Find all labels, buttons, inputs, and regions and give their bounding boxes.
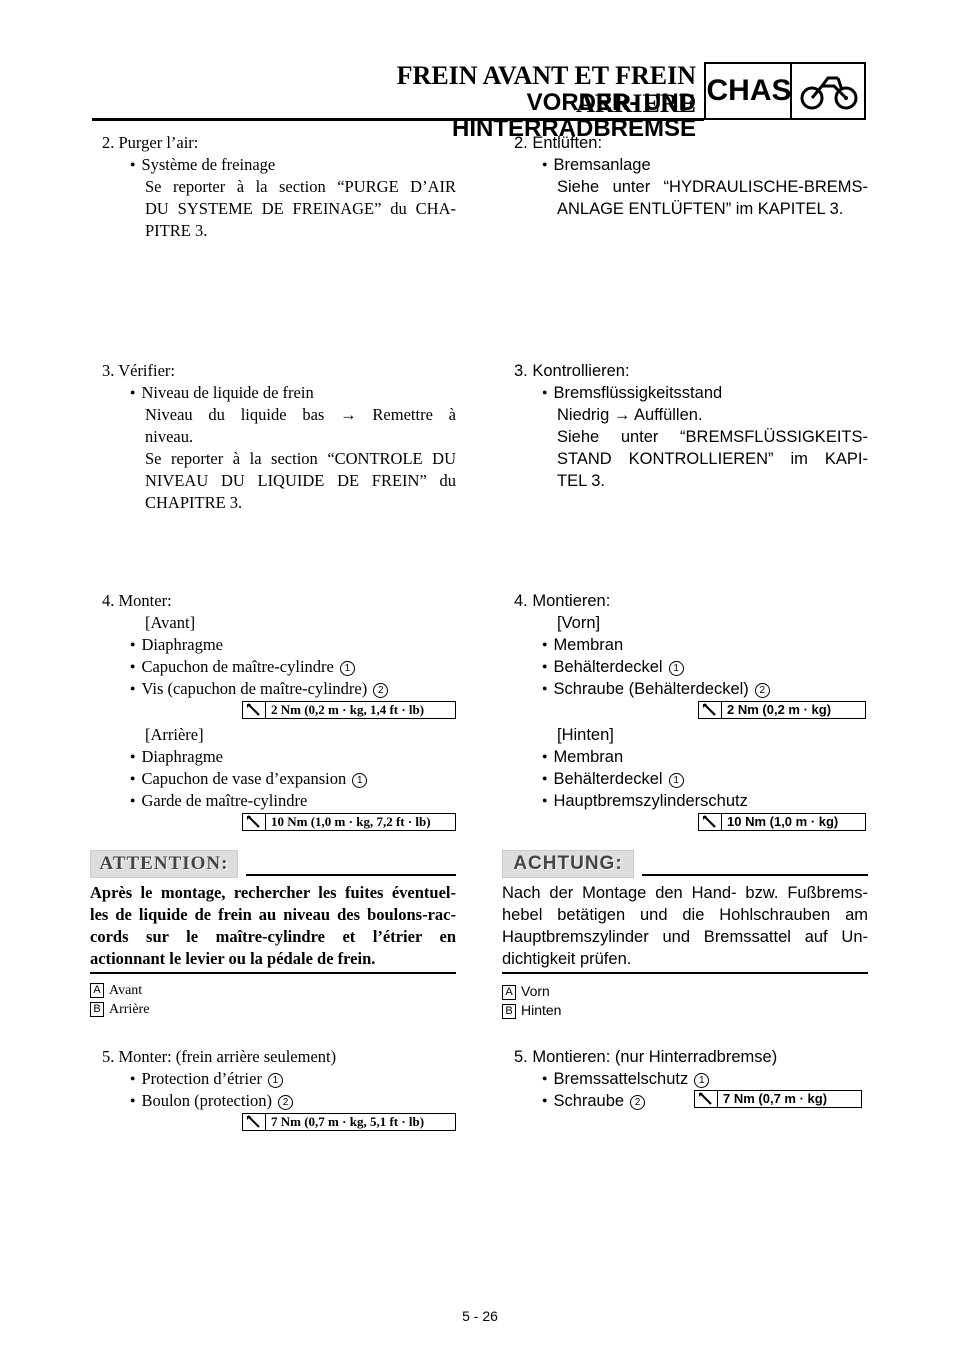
callout-2: 2: [278, 1095, 294, 1110]
fr-torque-spec-3: 7 Nm (0,7 m · kg, 5,1 ft · lb): [242, 1113, 456, 1131]
fr-attention-rule: [246, 874, 456, 876]
wrench-icon: [699, 814, 722, 830]
de-step5-title: 5. Montieren: (nur Hinterradbremse): [514, 1048, 778, 1066]
callout-1: 1: [694, 1073, 710, 1088]
fr-step3-line5: CHAPITRE 3.: [145, 493, 243, 512]
de-step3-line1: Niedrig → Auffüllen.: [557, 406, 703, 424]
de-torque-spec-2: 10 Nm (1,0 m · kg): [698, 813, 866, 831]
fr-step2-item: Système de freinage: [130, 154, 275, 178]
fr-attention-line2: les de liquide de frein au niveau des bo…: [90, 905, 456, 924]
badge-divider: [790, 62, 792, 120]
callout-2: 2: [630, 1095, 646, 1110]
de-step3-line4: TEL 3.: [557, 472, 605, 490]
de-step2-item: Bremsanlage: [542, 154, 650, 178]
callout-1: 1: [668, 661, 684, 676]
fr-attention-line1: Après le montage, rechercher les fuites …: [90, 883, 456, 902]
fr-step3-line3: Se reporter à la section “CONTROLE DU: [145, 449, 456, 468]
fr-step3-line4: NIVEAU DU LIQUIDE DE FREIN” du: [145, 471, 456, 490]
fr-step3-line2: niveau.: [145, 427, 194, 446]
callout-1: 1: [339, 661, 355, 676]
de-step2-title: 2. Entlüften:: [514, 134, 603, 152]
de-step2-line2: ANLAGE ENTLÜFTEN” im KAPITEL 3.: [557, 200, 844, 218]
de-attention-line4: dichtigkeit prüfen.: [502, 950, 632, 968]
wrench-icon: [243, 814, 266, 830]
fr-step5-item2: Boulon (protection)2: [130, 1090, 294, 1114]
fr-step3-title: 3. Vérifier:: [102, 361, 176, 380]
fr-torque-spec-1: 2 Nm (0,2 m · kg, 1,4 ft · lb): [242, 701, 456, 719]
fr-step4-rear: [Arrière]: [145, 725, 204, 744]
wrench-icon: [695, 1091, 718, 1107]
fr-step2-line2: DU SYSTEME DE FREINAGE” du CHA-: [145, 199, 456, 218]
de-attention-line3: Hauptbremszylinder und Bremssattel auf U…: [502, 928, 868, 946]
callout-1: 1: [267, 1073, 283, 1088]
de-step4-rear-item1: Membran: [542, 746, 623, 770]
de-attention-line2: hebel betätigen und die Hohlschrauben am: [502, 906, 868, 924]
de-torque-spec-3: 7 Nm (0,7 m · kg): [694, 1090, 862, 1108]
title-french: FREIN AVANT ET FREIN ARRIERE: [396, 61, 696, 118]
callout-2: 2: [373, 683, 389, 698]
wrench-icon: [699, 702, 722, 718]
de-attention-rule: [642, 874, 868, 876]
fr-attention-line3: cords sur le maître-cylindre et l’étrier…: [90, 927, 456, 946]
de-step2-line1: Siehe unter “HYDRAULISCHE-BREMS-: [557, 178, 868, 196]
de-step4-rear-item3: Hauptbremszylinderschutz: [542, 790, 747, 814]
motorcycle-icon: [798, 68, 860, 119]
fr-step2-line3: PITRE 3.: [145, 221, 208, 240]
fr-step4-front-item3: Vis (capuchon de maître-cylindre)2: [130, 678, 389, 702]
title-german: VORDER- UND HINTERRADBREMSE: [451, 89, 696, 142]
fr-step4-title: 4. Monter:: [102, 591, 172, 610]
fr-attention-bottom-rule: [90, 972, 456, 974]
header-rule: [92, 118, 704, 121]
fr-step2-title: 2. Purger l’air:: [102, 133, 199, 152]
fr-step4-front-item1: Diaphragme: [130, 634, 223, 658]
callout-1: 1: [668, 773, 684, 788]
de-step3-item: Bremsflüssigkeitsstand: [542, 382, 722, 406]
fr-step4-rear-item1: Diaphragme: [130, 746, 223, 770]
fr-step2-line1: Se reporter à la section “PURGE D’AIR: [145, 177, 456, 196]
fr-step5-title: 5. Monter: (frein arrière seulement): [102, 1047, 337, 1066]
fr-step3-line1: Niveau du liquide bas → Remettre à: [145, 405, 456, 424]
fr-step4-front: [Avant]: [145, 613, 196, 632]
de-step4-title: 4. Montieren:: [514, 592, 611, 610]
de-torque-spec-1: 2 Nm (0,2 m · kg): [698, 701, 866, 719]
de-attention-line1: Nach der Montage den Hand- bzw. Fußbrems…: [502, 884, 868, 902]
callout-2: 2: [754, 683, 770, 698]
wrench-icon: [243, 702, 266, 718]
fr-attention-label: ATTENTION:: [90, 850, 238, 878]
fr-step4-rear-item3: Garde de maître-cylindre: [130, 790, 307, 814]
callout-1: 1: [352, 773, 368, 788]
fr-torque-spec-2: 10 Nm (1,0 m · kg, 7,2 ft · lb): [242, 813, 456, 831]
de-step3-line2: Siehe unter “BREMSFLÜSSIGKEITS-: [557, 428, 868, 446]
section-badge: [704, 62, 866, 120]
de-step4-front-item3: Schraube (Behälterdeckel)2: [542, 678, 770, 702]
de-attention-label: ACHTUNG:: [502, 850, 634, 878]
de-step3-line3: STAND KONTROLLIEREN” im KAPI-: [557, 450, 868, 468]
de-attention-bottom-rule: [502, 972, 868, 974]
section-label: CHAS: [706, 74, 792, 107]
page-number: 5 - 26: [462, 1308, 498, 1324]
fr-attention-line4: actionnant le levier ou la pédale de fre…: [90, 949, 376, 968]
de-step3-title: 3. Kontrollieren:: [514, 362, 630, 380]
wrench-icon: [243, 1114, 266, 1130]
de-step4-front-item1: Membran: [542, 634, 623, 658]
fr-step3-item: Niveau de liquide de frein: [130, 382, 313, 406]
de-step4-rear: [Hinten]: [557, 726, 614, 744]
de-step4-front: [Vorn]: [557, 614, 601, 632]
